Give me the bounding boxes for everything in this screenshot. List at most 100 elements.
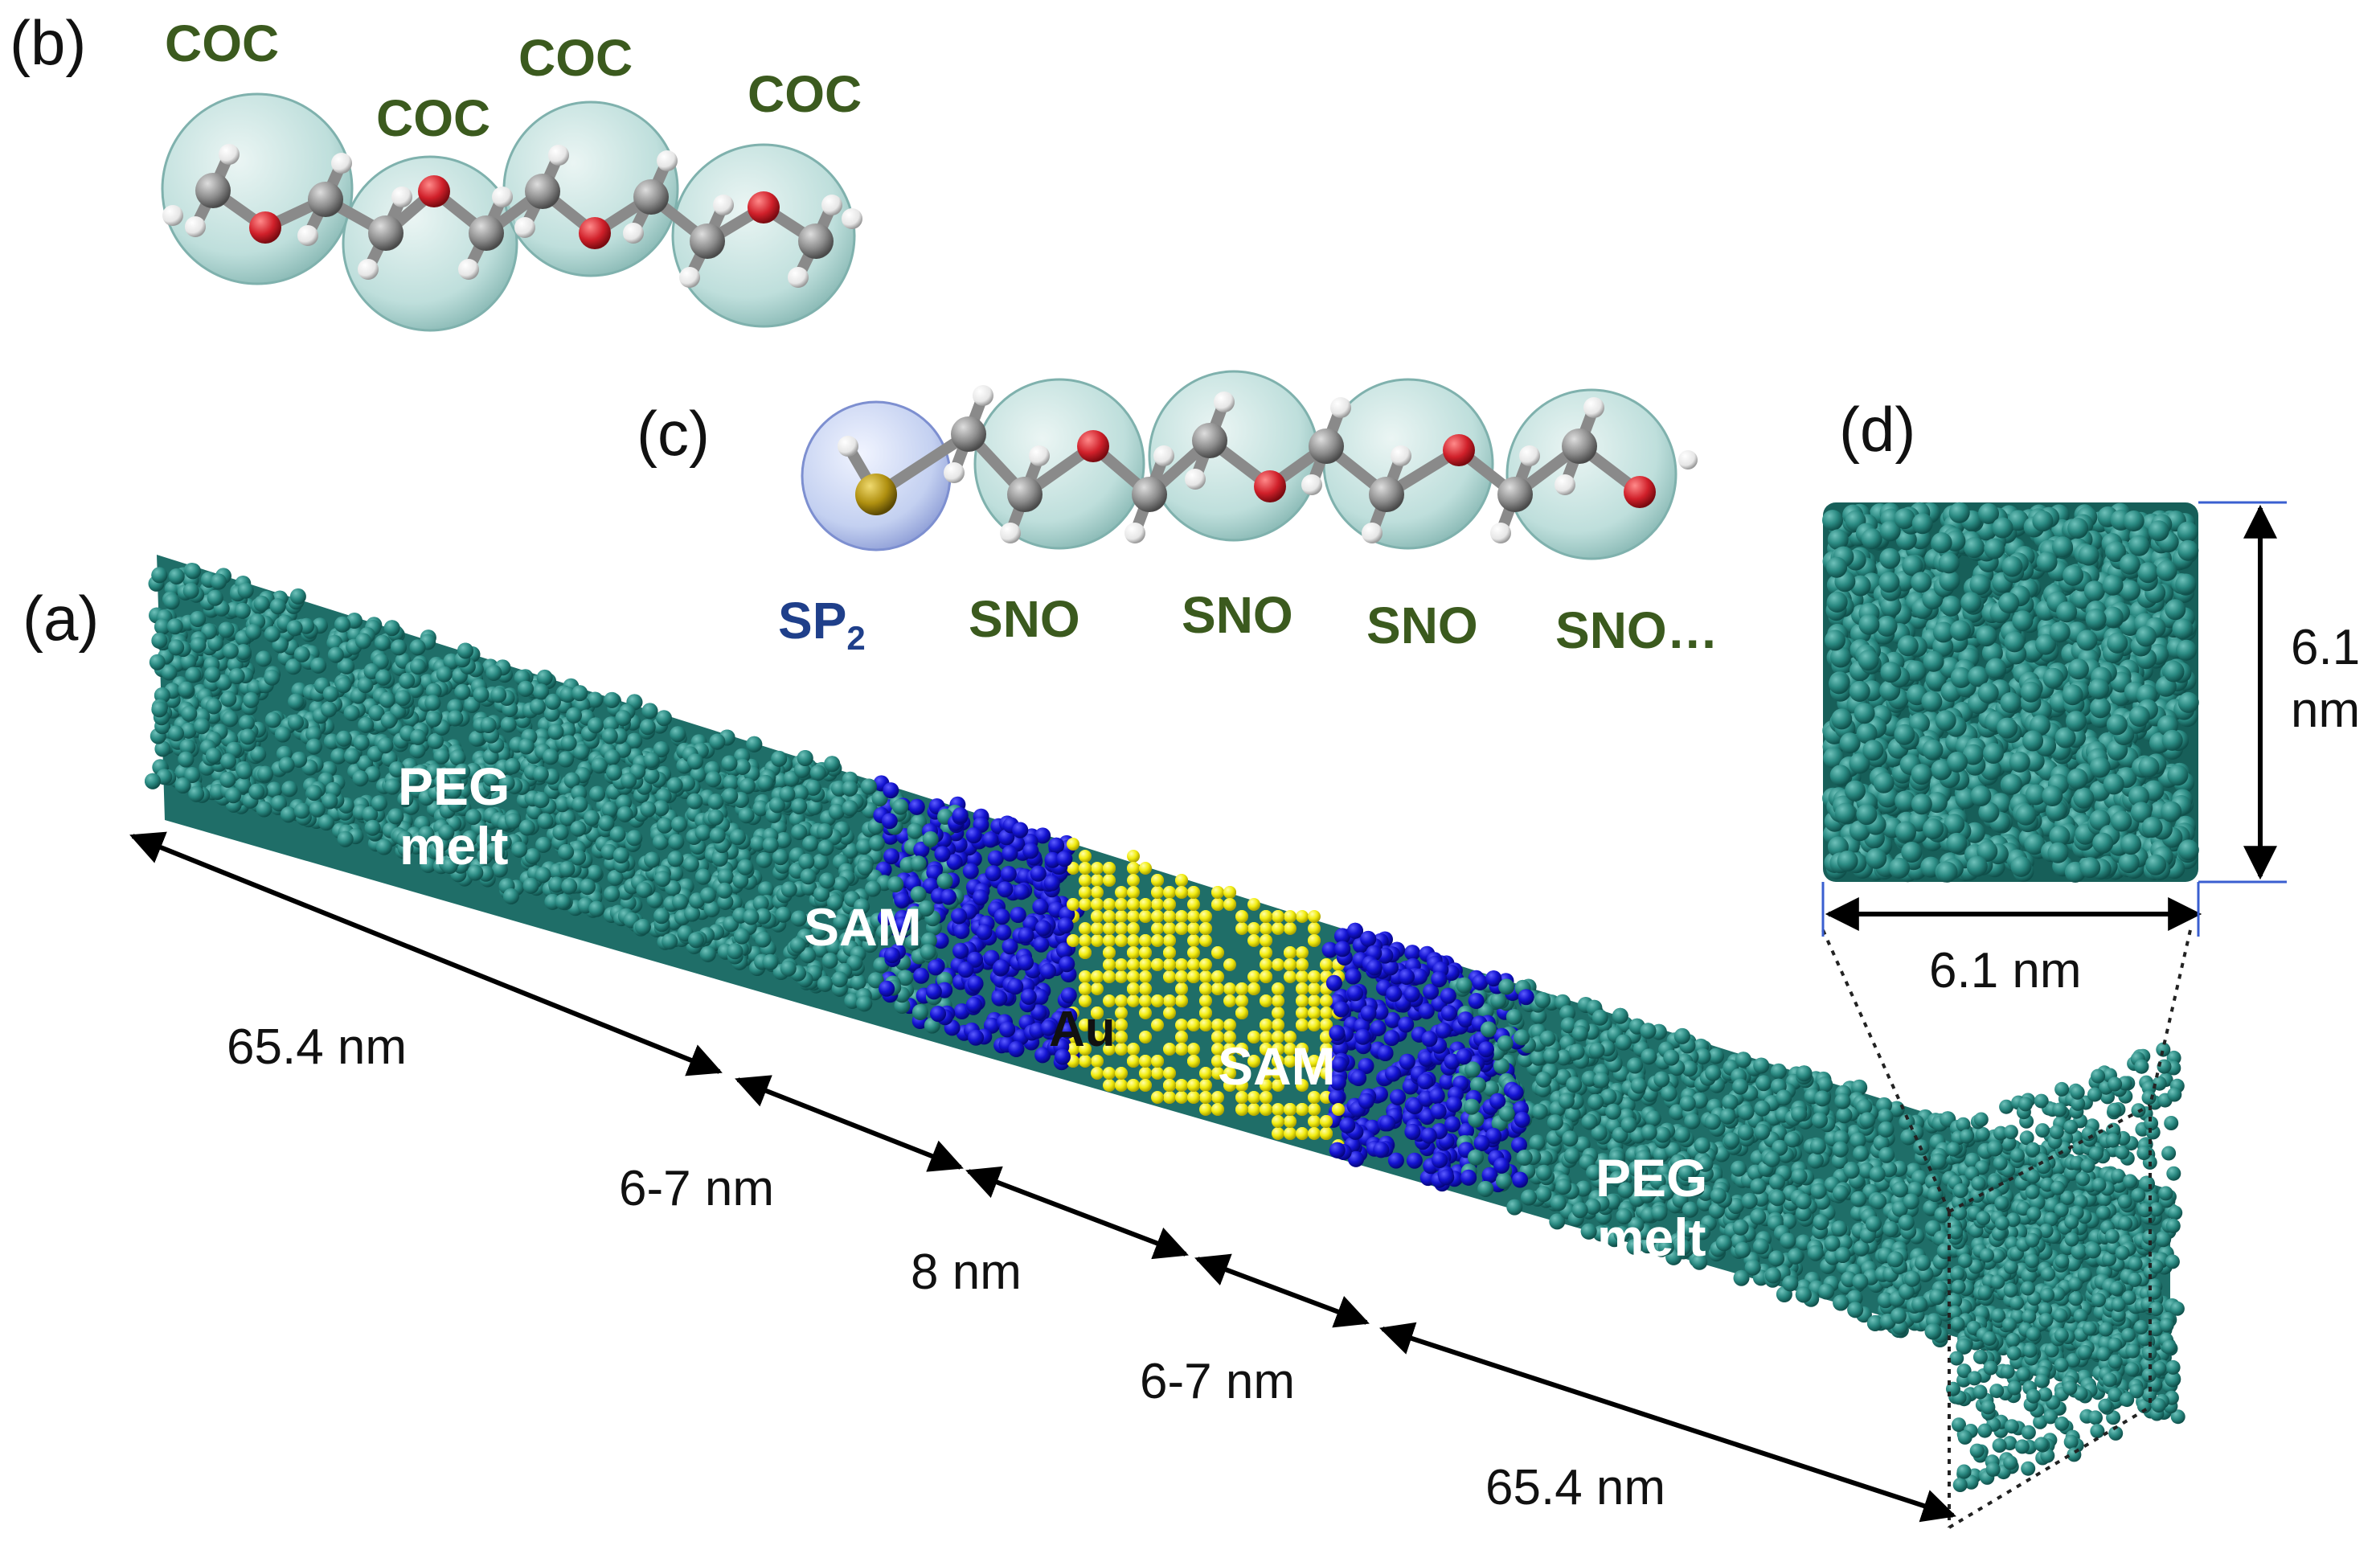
rod-bead <box>699 887 716 904</box>
rod-bead <box>1079 886 1092 899</box>
rod-bead <box>1067 838 1079 851</box>
rod-bead <box>892 798 909 815</box>
rod-bead <box>1139 934 1152 947</box>
rod-bead <box>219 771 236 788</box>
rod-bead <box>972 889 989 906</box>
rod-bead <box>640 801 657 818</box>
rod-bead <box>1211 886 1224 899</box>
rod-bead <box>1010 907 1026 923</box>
rod-bead <box>1199 922 1212 935</box>
rod-bead <box>1151 994 1164 1007</box>
rod-bead <box>1321 941 1338 958</box>
rod-bead <box>1103 946 1116 959</box>
rod-bead <box>1260 1103 1272 1116</box>
rod-bead <box>694 824 711 841</box>
rod-bead <box>1260 922 1272 935</box>
rod-bead <box>688 932 704 949</box>
rod-bead <box>1115 910 1128 923</box>
rod-bead <box>1807 1244 1824 1261</box>
rod-bead <box>1296 1103 1309 1116</box>
rod-bead <box>1431 971 1448 988</box>
rod-bead <box>383 620 400 637</box>
rod-bead <box>256 801 272 818</box>
rod-bead <box>601 728 618 744</box>
rod-bead <box>490 687 507 703</box>
rod-bead <box>502 888 519 904</box>
rod-bead <box>1915 1254 1931 1271</box>
rod-bead <box>1163 994 1176 1007</box>
rod-bead <box>1235 922 1248 935</box>
rod-bead <box>1151 1055 1164 1068</box>
rod-bead <box>409 658 426 675</box>
rod-bead <box>871 790 888 807</box>
rod-bead <box>1211 898 1224 911</box>
rod-bead <box>1103 922 1116 935</box>
rod-bead <box>717 868 734 885</box>
rod-bead <box>1175 1031 1188 1044</box>
rod-bead <box>1308 1103 1321 1116</box>
rod-bead <box>1591 1009 1608 1026</box>
rod-bead <box>1091 898 1104 911</box>
rod-bead <box>1127 898 1140 911</box>
rod-bead <box>1175 1079 1188 1092</box>
rod-bead <box>1723 1132 1740 1149</box>
rod-bead <box>1223 1019 1236 1031</box>
rod-bead <box>1079 874 1092 887</box>
rod-bead <box>1308 982 1321 995</box>
rod-bead <box>1360 930 1377 947</box>
rod-bead <box>1645 1110 1661 1127</box>
rod-bead <box>1320 958 1333 971</box>
rod-bead <box>617 806 633 822</box>
rod-bead <box>1091 982 1104 995</box>
rod-bead <box>243 691 260 708</box>
rod-bead <box>1115 934 1128 947</box>
rod-bead <box>190 637 207 654</box>
rod-bead <box>1163 958 1176 971</box>
rod-bead <box>1211 1019 1224 1031</box>
rod-bead <box>266 781 283 798</box>
rod-bead <box>535 867 551 884</box>
rod-bead <box>1139 1079 1152 1092</box>
rod-bead <box>1435 1022 1452 1039</box>
rod-bead <box>1139 862 1152 875</box>
rod-bead <box>1593 1072 1610 1089</box>
rod-bead <box>656 817 673 834</box>
rod-bead <box>1163 934 1176 947</box>
rod-bead <box>274 726 291 743</box>
rod-bead <box>1308 1115 1321 1128</box>
rod-bead <box>278 756 295 773</box>
rod-bead <box>409 639 426 656</box>
rod-bead <box>738 807 755 824</box>
rod-bead <box>1091 934 1104 947</box>
rod-bead <box>1187 910 1200 923</box>
rod-bead <box>1741 1192 1758 1209</box>
rod-bead <box>1247 1091 1260 1104</box>
rod-bead <box>1818 1283 1835 1300</box>
rod-bead <box>1543 1048 1559 1064</box>
rod-bead <box>355 633 371 650</box>
rod-bead <box>473 686 490 703</box>
rod-bead <box>1199 910 1212 923</box>
rod-bead <box>812 941 829 957</box>
rod-bead <box>817 823 833 839</box>
rod-bead <box>1163 1091 1176 1104</box>
rod-bead <box>612 847 629 863</box>
rod-bead <box>621 773 637 789</box>
rod-bead <box>1832 1141 1849 1158</box>
rod-bead <box>913 967 930 984</box>
rod-bead <box>1421 1031 1438 1048</box>
rod-bead <box>1505 1009 1522 1025</box>
rod-bead <box>928 959 944 976</box>
rod-bead <box>1360 1005 1377 1022</box>
rod-bead <box>335 730 352 747</box>
rod-bead <box>281 781 298 798</box>
rod-bead <box>555 893 571 910</box>
rod-bead <box>965 996 982 1013</box>
rod-bead <box>1440 987 1456 1004</box>
rod-bead <box>1440 1005 1457 1022</box>
rod-bead <box>1588 1042 1605 1059</box>
rod-bead <box>1272 1019 1284 1031</box>
rod-bead <box>605 765 622 781</box>
rod-bead <box>780 881 797 898</box>
rod-bead <box>149 654 166 670</box>
